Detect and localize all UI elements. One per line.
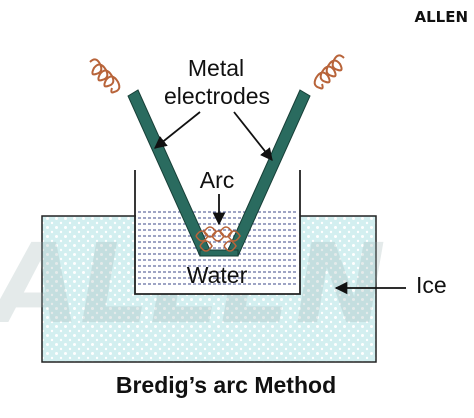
diagram-caption: Bredig’s arc Method [116,372,336,398]
label-ice: Ice [416,272,447,298]
water-lines [138,211,298,285]
right-coil [313,54,345,90]
arrow-to-right-electrode [233,111,273,161]
electrode-base [199,249,239,257]
left-coil [89,58,121,94]
label-arc: Arc [200,167,235,193]
label-electrodes: electrodes [164,83,270,109]
arrow-to-left-electrode [154,111,201,149]
label-water: Water [187,262,248,288]
label-metal: Metal [188,55,244,81]
beaker-outline [134,170,301,295]
allen-logo: ALLEN [414,8,468,26]
arc-spark-icon [195,226,241,252]
